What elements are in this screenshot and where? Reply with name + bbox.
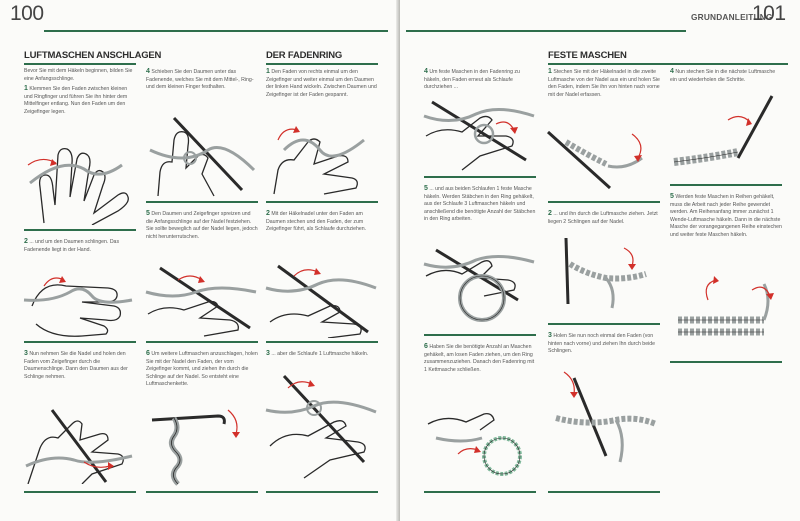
step-separator: [548, 491, 660, 493]
step-text: 6 Um weitere Luftmaschen anzuschlagen, h…: [146, 350, 258, 389]
step-number: 1: [266, 68, 270, 75]
step-number: 2: [548, 210, 552, 217]
intro-text: Bevor Sie mit dem Häkeln beginnen, bilde…: [24, 68, 133, 82]
step-separator: [146, 201, 258, 203]
step-body: Klemmen Sie den Faden zwischen kleinen u…: [24, 86, 128, 115]
illustration-luftmaschen-3: [22, 404, 136, 484]
section-underline-fadenring: [266, 63, 378, 65]
illustration-feste-2: [546, 234, 660, 320]
step-body: Nun nehmen Sie die Nadel und holen den F…: [24, 351, 128, 380]
illustration-feste-4: [668, 92, 782, 178]
step-number: 6: [424, 343, 428, 350]
step-body: Stechen Sie mit der Häkelnadel in die zw…: [548, 69, 660, 98]
section-title-luftmaschen: LUFTMASCHEN ANSCHLAGEN: [24, 50, 162, 61]
step-text: 3 Holen Sie nun noch einmal den Faden (v…: [548, 332, 660, 356]
step-number: 6: [146, 350, 150, 357]
step-text: 1 Klemmen Sie den Faden zwischen kleinen…: [24, 85, 136, 116]
step-separator: [266, 491, 378, 493]
step-number: 5: [146, 210, 150, 217]
step-number: 5: [670, 193, 674, 200]
step-separator: [24, 491, 136, 493]
step-body: Den Faden von rechts einmal um den Zeige…: [266, 69, 377, 98]
step-body: Holen Sie nun noch einmal den Faden (von…: [548, 333, 655, 354]
step-separator: [424, 334, 536, 336]
step-separator: [24, 229, 136, 231]
step-number: 4: [670, 68, 674, 75]
step-separator: [670, 184, 782, 186]
step-number: 2: [24, 238, 28, 245]
step-body: Nun stechen Sie in die nächste Luftmasch…: [670, 69, 776, 83]
step-text: 5 ... und aus beiden Schlaufen 1 feste M…: [424, 185, 536, 224]
step-number: 4: [424, 68, 428, 75]
step-separator: [548, 201, 660, 203]
illustration-luftmaschen-1: [22, 135, 136, 225]
illustration-luftmaschen-5: [144, 262, 258, 338]
illustration-luftmaschen-4: [144, 110, 258, 198]
page-number-right: 101: [752, 2, 786, 25]
step-separator: [548, 323, 660, 325]
step-separator: [424, 491, 536, 493]
step-number: 1: [548, 68, 552, 75]
illustration-fadenring-1: [264, 120, 378, 196]
step-body: Mit der Häkelnadel unter den Faden am Da…: [266, 211, 367, 232]
step-separator: [266, 201, 378, 203]
step-text: 4 Um feste Maschen in den Fadenring zu h…: [424, 68, 536, 92]
top-rule-right: [406, 30, 686, 32]
step-separator: [24, 341, 136, 343]
step-body: ... aber die Schlaufe 1 Luftmasche häkel…: [271, 351, 369, 357]
page-number-left: 100: [10, 2, 44, 25]
step-separator: [146, 341, 258, 343]
left-page: 100 LUFTMASCHEN ANSCHLAGEN DER FADENRING…: [0, 0, 398, 521]
step-text: 2 ... und um den Daumen schlingen. Das F…: [24, 238, 136, 254]
running-head: GRUNDANLEITUNG: [691, 12, 773, 22]
step-number: 2: [266, 210, 270, 217]
illustration-fadenring-3: [264, 366, 378, 484]
step-number: 3: [24, 350, 28, 357]
section-title-fadenring: DER FADENRING: [266, 50, 343, 61]
section-underline-luftmaschen: [24, 63, 136, 65]
illustration-feste-1: [546, 118, 660, 202]
step-body: ... und aus beiden Schlaufen 1 feste Mas…: [424, 186, 536, 222]
step-body: Werden feste Maschen in Reihen gehäkelt,…: [670, 194, 782, 238]
step-body: ... und um den Daumen schlingen. Das Fad…: [24, 239, 120, 253]
illustration-luftmaschen-6: [144, 404, 258, 486]
step-text: 6 Haben Sie die benötigte Anzahl an Masc…: [424, 343, 536, 374]
step-number: 5: [424, 185, 428, 192]
illustration-fadenring-4: [422, 96, 536, 172]
top-rule-left: [44, 30, 388, 32]
step-number: 1: [24, 85, 28, 92]
illustration-luftmaschen-2: [22, 266, 136, 338]
illustration-fadenring-6: [422, 398, 536, 484]
illustration-feste-3: [546, 368, 660, 468]
step-number: 4: [146, 68, 150, 75]
step-body: ... und ihn durch die Luftmasche ziehen.…: [548, 211, 658, 225]
step-body: Haben Sie die benötigte Anzahl an Masche…: [424, 344, 535, 373]
step-body: Um feste Maschen in den Fadenring zu häk…: [424, 69, 520, 90]
step-separator: [424, 176, 536, 178]
step-separator: [146, 491, 258, 493]
right-page: GRUNDANLEITUNG 101 FESTE MASCHEN 4 Um fe…: [400, 0, 800, 521]
step-body: Schieben Sie den Daumen unter das Fadene…: [146, 69, 254, 90]
illustration-fadenring-5: [422, 246, 536, 332]
step-body: Um weitere Luftmaschen anzuschlagen, hol…: [146, 351, 258, 387]
step-text: 4 Schieben Sie den Daumen unter das Fade…: [146, 68, 258, 92]
step-text: 3 ... aber die Schlaufe 1 Luftmasche häk…: [266, 350, 378, 359]
step-text: 3 Nun nehmen Sie die Nadel und holen den…: [24, 350, 136, 381]
step-text: 2 Mit der Häkelnadel unter den Faden am …: [266, 210, 378, 234]
step-number: 3: [266, 350, 270, 357]
step-text: 2 ... und ihn durch die Luftmasche ziehe…: [548, 210, 660, 226]
step-text: 4 Nun stechen Sie in die nächste Luftmas…: [670, 68, 782, 84]
step-text: 5 Den Daumen und Zeigefinger spreizen un…: [146, 210, 258, 241]
step-text: 1 Stechen Sie mit der Häkelnadel in die …: [548, 68, 660, 99]
step-number: 3: [548, 332, 552, 339]
section-title-feste-maschen: FESTE MASCHEN: [548, 50, 627, 61]
illustration-feste-5: [668, 270, 782, 350]
illustration-fadenring-2: [264, 262, 378, 338]
section-underline-feste-maschen: [548, 63, 788, 65]
step-separator: [266, 341, 378, 343]
step-text: 5 Werden feste Maschen in Reihen gehäkel…: [670, 193, 782, 239]
step-body: Den Daumen und Zeigefinger spreizen und …: [146, 211, 258, 240]
step-text: 1 Den Faden von rechts einmal um den Zei…: [266, 68, 378, 99]
step-separator: [670, 361, 782, 363]
